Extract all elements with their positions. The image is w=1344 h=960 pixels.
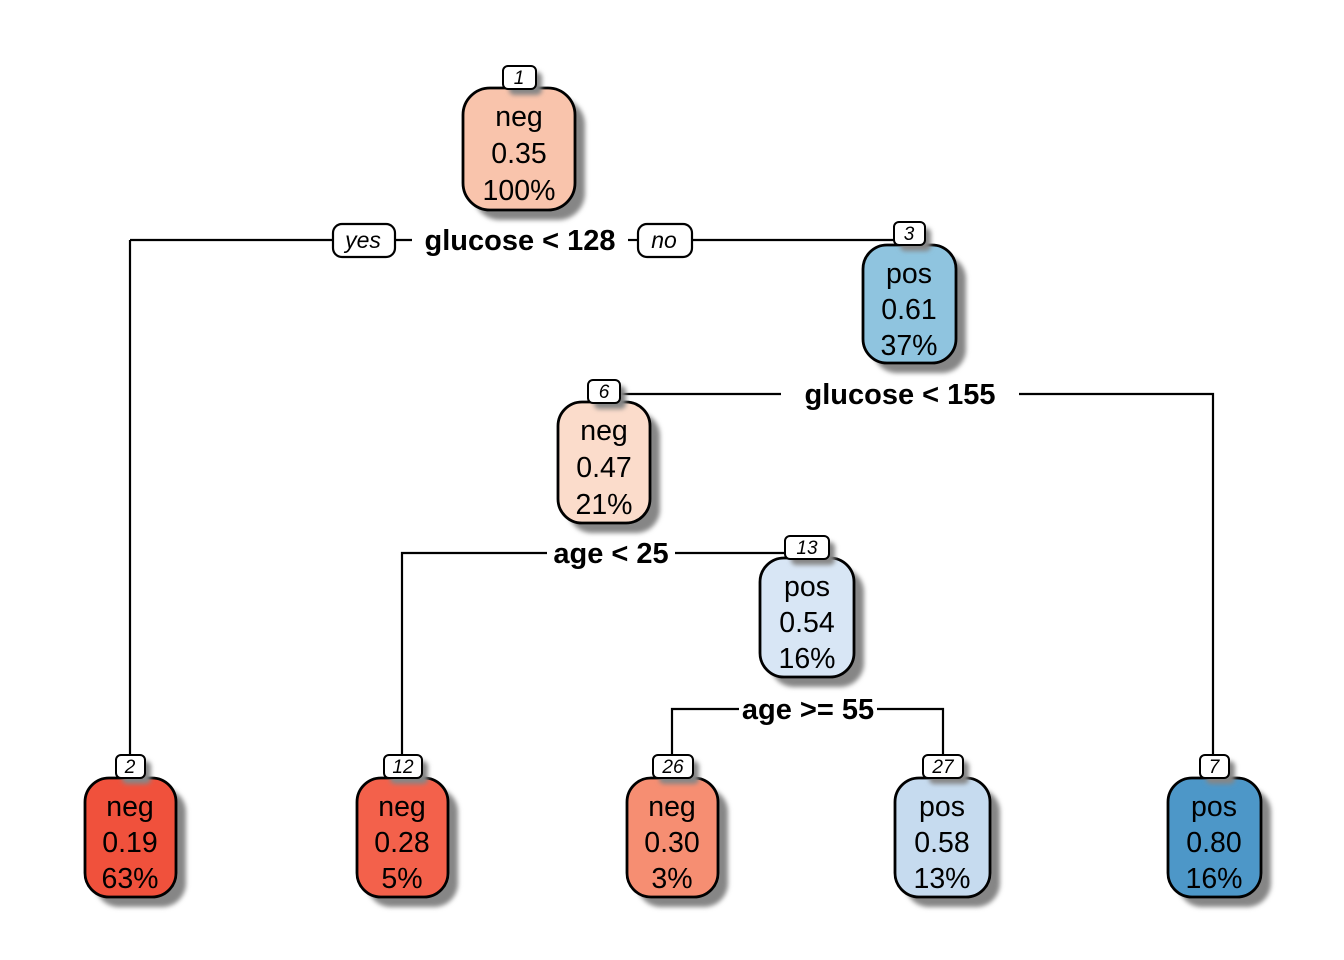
node-7-coverage: 16% [1185,863,1242,895]
node-12-prob: 0.28 [374,827,429,859]
node-26-prob: 0.30 [644,827,699,859]
node-12-coverage: 5% [381,863,422,895]
node-6-class: neg [580,415,628,447]
branch-n6-left-drop [400,551,547,757]
tree-node-26: neg 0.30 3% 26 [625,754,728,907]
node-12-id: 12 [392,757,414,778]
branch-n13-left-drop [670,707,739,757]
node-27-id-badge [922,754,964,779]
node-1-id: 1 [514,68,525,89]
node-2-id-badge [115,754,146,779]
split-label-age-55: age >= 55 [742,694,874,726]
node-1-coverage: 100% [483,175,556,207]
no-badge: no [636,222,694,259]
node-6-id: 6 [599,382,610,403]
node-13-prob: 0.54 [779,607,835,639]
tree-node-6: neg 0.47 21% 6 [556,379,660,533]
node-2-coverage: 63% [101,863,158,895]
node-27-class: pos [919,791,965,823]
node-27-id: 27 [931,757,955,778]
node-13-id: 13 [796,538,818,559]
node-2-prob: 0.19 [102,827,157,859]
split-labels: glucose < 128 glucose < 155 age < 25 age… [424,225,995,726]
node-12-class: neg [378,791,426,823]
node-12-id-badge [383,754,423,779]
node-26-class: neg [648,791,696,823]
node-27-coverage: 13% [913,863,970,895]
node-26-id-badge [652,754,694,779]
node-3-id-badge [893,221,926,246]
node-2-class: neg [106,791,154,823]
tree-node-1: neg 0.35 100% 1 [461,65,585,220]
node-13-class: pos [784,571,830,603]
yes-badge-label: yes [343,227,381,253]
split-label-glucose-155: glucose < 155 [804,379,995,411]
node-6-id-badge [587,379,621,404]
node-26-id: 26 [661,757,684,778]
node-13-id-badge [784,535,830,560]
node-27-prob: 0.58 [914,827,969,859]
no-badge-label: no [651,227,677,253]
node-3-class: pos [886,258,932,290]
node-2-id: 2 [124,757,136,778]
tree-node-27: pos 0.58 13% 27 [893,754,1000,907]
node-26-coverage: 3% [651,863,692,895]
node-3-id: 3 [904,224,915,245]
tree-node-7: pos 0.80 16% 7 [1166,754,1271,907]
tree-node-3: pos 0.61 37% 3 [861,221,966,373]
branch-n3-right-drop [1019,392,1215,757]
split-label-age-25: age < 25 [553,538,668,570]
node-1-class: neg [495,101,543,133]
tree-node-13: pos 0.54 16% 13 [758,535,864,687]
tree-node-2: neg 0.19 63% 2 [83,754,186,907]
node-13-coverage: 16% [778,643,835,675]
node-7-id-badge [1199,754,1230,779]
node-1-id-badge [502,65,537,90]
node-6-prob: 0.47 [576,452,631,484]
branch-lines [128,238,1215,757]
node-6-coverage: 21% [575,489,632,521]
node-3-prob: 0.61 [881,294,936,326]
yes-badge: yes [331,222,397,259]
node-1-prob: 0.35 [491,138,546,170]
node-7-class: pos [1191,791,1237,823]
node-3-coverage: 37% [880,330,937,362]
tree-node-12: neg 0.28 5% 12 [355,754,458,907]
branch-n13-right-drop [877,707,945,757]
node-7-prob: 0.80 [1186,827,1241,859]
split-label-glucose-128: glucose < 128 [424,225,615,257]
node-7-id: 7 [1209,757,1221,778]
